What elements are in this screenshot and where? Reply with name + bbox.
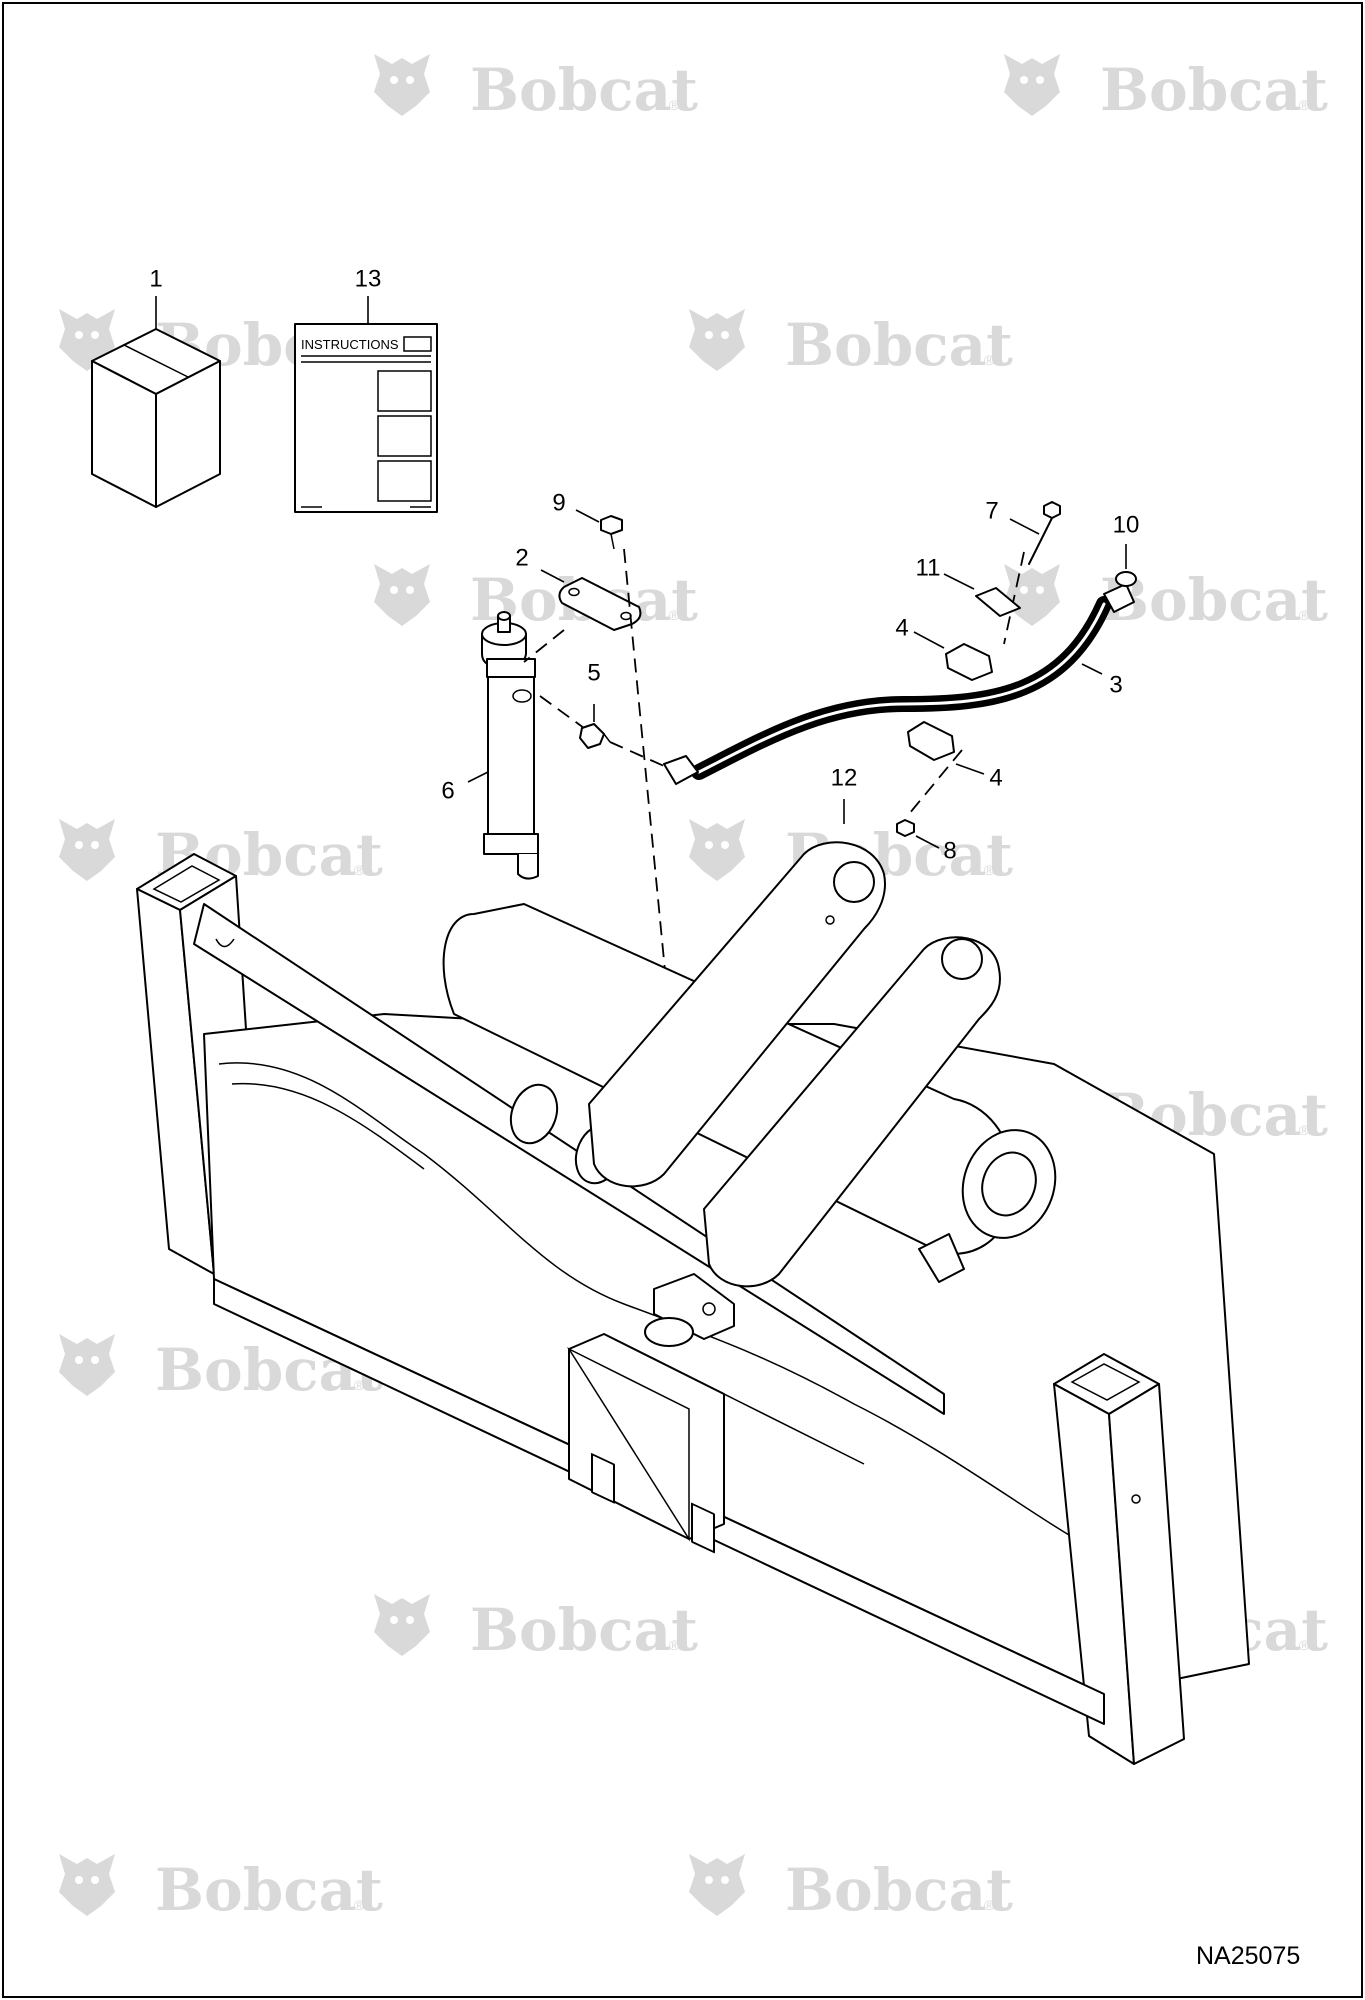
watermark-text: Bobcat bbox=[155, 1856, 383, 1924]
watermark-registered-mark: ® bbox=[669, 97, 680, 113]
callout-4-upper: 4 bbox=[895, 614, 908, 641]
bobcat-logo-icon bbox=[689, 1854, 745, 1916]
callout-8: 8 bbox=[943, 837, 956, 864]
callout-labels: 1 13 9 2 5 6 7 10 11 4 4 3 12 8 bbox=[149, 265, 1139, 864]
part-8-nut bbox=[896, 819, 940, 849]
watermark-registered-mark: ® bbox=[354, 862, 365, 878]
watermark-registered-mark: ® bbox=[984, 862, 995, 878]
bobcat-logo-icon bbox=[59, 1854, 115, 1916]
callout-11: 11 bbox=[916, 554, 941, 581]
watermark-text: Bobcat bbox=[1100, 566, 1328, 634]
watermark-registered-mark: ® bbox=[669, 607, 680, 623]
part-4-clamp-upper bbox=[913, 631, 993, 681]
callout-3: 3 bbox=[1109, 671, 1122, 698]
part-11-washer bbox=[943, 573, 1021, 617]
watermark-text: Bobcat bbox=[785, 1856, 1013, 1924]
bobcat-logo-icon bbox=[374, 1594, 430, 1656]
part-12-frame-assembly bbox=[136, 799, 1250, 1765]
callout-10: 10 bbox=[1113, 511, 1140, 538]
callout-1: 1 bbox=[149, 265, 162, 292]
watermark-registered-mark: ® bbox=[354, 1377, 365, 1393]
bobcat-logo-icon bbox=[374, 564, 430, 626]
bobcat-logo-icon bbox=[689, 309, 745, 371]
watermark-registered-mark: ® bbox=[669, 1637, 680, 1653]
parts-diagram: Bobcat®Bobcat®Bobcat®Bobcat®Bobcat®Bobca… bbox=[59, 54, 1328, 1970]
instructions-heading: INSTRUCTIONS bbox=[301, 337, 399, 352]
watermark-5: Bobcat® bbox=[374, 564, 698, 634]
bobcat-logo-icon bbox=[1004, 54, 1060, 116]
callout-12: 12 bbox=[831, 764, 858, 791]
bobcat-logo-icon bbox=[1004, 564, 1060, 626]
part-5-fitting bbox=[579, 704, 611, 749]
part-6-cylinder bbox=[467, 611, 539, 880]
drawing-number: NA25075 bbox=[1196, 1942, 1300, 1970]
watermark-text: Bobcat bbox=[785, 311, 1013, 379]
part-10-cap bbox=[1115, 544, 1137, 587]
part-7-long-bolt bbox=[1009, 501, 1061, 565]
callout-9: 9 bbox=[552, 489, 565, 516]
bobcat-logo-icon bbox=[59, 1334, 115, 1396]
watermark-registered-mark: ® bbox=[1299, 1637, 1310, 1653]
bobcat-logo-icon bbox=[374, 54, 430, 116]
callout-2: 2 bbox=[515, 544, 528, 571]
callout-4-lower: 4 bbox=[989, 764, 1002, 791]
watermark-6: Bobcat® bbox=[1004, 564, 1328, 634]
callout-6: 6 bbox=[441, 777, 454, 804]
part-9-bolt bbox=[575, 509, 623, 550]
bobcat-logo-icon bbox=[59, 819, 115, 881]
part-4-clamp-lower bbox=[907, 721, 985, 775]
watermark-13: Bobcat® bbox=[374, 1594, 698, 1664]
part-13-instructions-card: INSTRUCTIONS bbox=[294, 296, 438, 513]
watermark-registered-mark: ® bbox=[984, 1897, 995, 1913]
watermark-2: Bobcat® bbox=[1004, 54, 1328, 124]
watermark-text: Bobcat bbox=[470, 1596, 698, 1664]
callout-7: 7 bbox=[985, 497, 998, 524]
watermark-15: Bobcat® bbox=[59, 1854, 383, 1924]
part-1-box bbox=[91, 296, 221, 508]
watermark-registered-mark: ® bbox=[354, 1897, 365, 1913]
watermark-registered-mark: ® bbox=[1299, 1122, 1310, 1138]
callout-13: 13 bbox=[355, 265, 382, 292]
watermark-text: Bobcat bbox=[1100, 56, 1328, 124]
part-3-hose bbox=[663, 583, 1135, 785]
watermark-registered-mark: ® bbox=[1299, 97, 1310, 113]
bobcat-logo-icon bbox=[689, 819, 745, 881]
watermark-registered-mark: ® bbox=[984, 352, 995, 368]
watermark-1: Bobcat® bbox=[374, 54, 698, 124]
watermark-4: Bobcat® bbox=[689, 309, 1013, 379]
watermark-registered-mark: ® bbox=[1299, 607, 1310, 623]
watermark-text: Bobcat bbox=[470, 56, 698, 124]
watermark-16: Bobcat® bbox=[689, 1854, 1013, 1924]
callout-5: 5 bbox=[587, 659, 600, 686]
